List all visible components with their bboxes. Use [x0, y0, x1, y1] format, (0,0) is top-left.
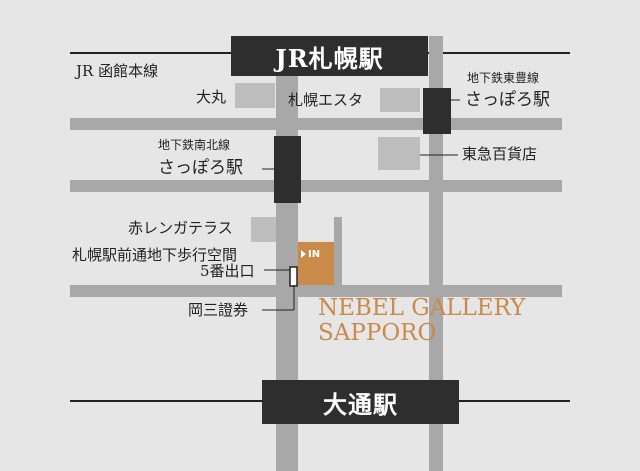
- exit-5-marker: [289, 266, 298, 287]
- jr-sapporo-station: JR札幌駅: [231, 36, 428, 76]
- underpass-label: 札幌駅前通地下歩行空間: [72, 246, 238, 264]
- gallery-name-line1: NEBEL GALLERY: [318, 295, 526, 321]
- daimaru-label: 大丸: [196, 88, 227, 106]
- gallery-name: NEBEL GALLERY SAPPORO: [318, 295, 526, 347]
- tokyu-label: 東急百貨店: [462, 145, 538, 163]
- toho-station-label: さっぽろ駅: [465, 90, 550, 110]
- jr-hakodate-line-label: JR 函館本線: [76, 62, 159, 80]
- namboku-line-label: 地下鉄南北線: [158, 138, 231, 152]
- building-akarenga: [251, 217, 276, 242]
- gallery-building: [298, 242, 334, 285]
- building-esta: [380, 88, 420, 112]
- entrance-arrow-icon: [301, 250, 306, 258]
- exit-5-label: 5番出口: [200, 262, 255, 280]
- gallery-side-road: [334, 217, 342, 285]
- odori-station: 大通駅: [262, 380, 459, 424]
- road-row-3: [70, 285, 562, 297]
- toho-line-label: 地下鉄東豊線: [467, 71, 540, 85]
- building-daimaru: [235, 83, 275, 108]
- road-row-2: [70, 180, 562, 192]
- namboku-station-label: さっぽろ駅: [158, 158, 243, 178]
- entrance-label: IN: [308, 249, 321, 260]
- esta-label: 札幌エスタ: [288, 91, 364, 109]
- building-tokyu: [378, 137, 420, 170]
- road-east: [429, 36, 443, 471]
- okasan-label: 岡三證券: [188, 301, 249, 319]
- road-row-1: [70, 118, 562, 130]
- namboku-sapporo-station-box: [274, 136, 301, 203]
- gallery-name-line2: SAPPORO: [318, 320, 437, 347]
- toho-sapporo-station-box: [423, 88, 451, 134]
- akarenga-label: 赤レンガテラス: [128, 219, 233, 237]
